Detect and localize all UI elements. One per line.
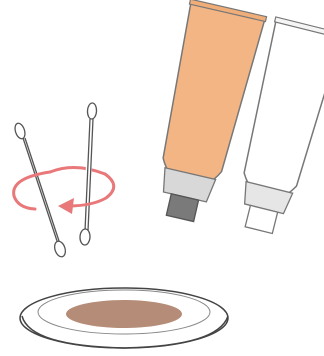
- swab-right: [80, 103, 97, 245]
- arrowhead-icon: [58, 198, 74, 214]
- mixture: [66, 300, 182, 328]
- mixing-dish: [20, 288, 228, 348]
- rotation-arrow-icon: [50, 167, 105, 174]
- rotation-arrow-back: [50, 167, 105, 174]
- swab-left: [13, 122, 67, 258]
- rotation-arrow-front: [14, 172, 114, 214]
